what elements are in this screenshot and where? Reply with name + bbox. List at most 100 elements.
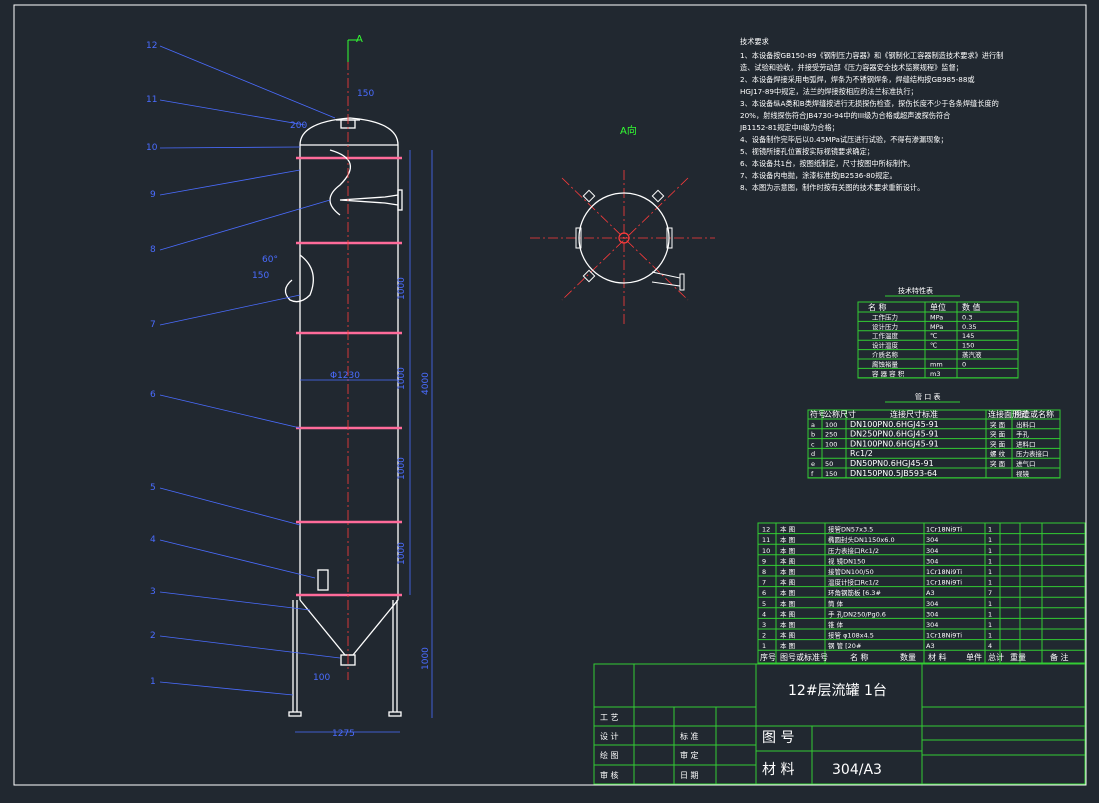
callout-7: 7 bbox=[150, 320, 156, 330]
bom-cell: 1 bbox=[988, 568, 992, 576]
bom-h-unit: 单件 bbox=[966, 652, 982, 662]
tech-table-title: 技术特性表 bbox=[898, 286, 933, 295]
bom-h-mat: 材 料 bbox=[928, 652, 947, 662]
nozzle-cell: 视镜 bbox=[1016, 469, 1030, 478]
nozzle-header-symbol: 符号 bbox=[810, 409, 826, 419]
bom-header: 序号 图号或标准号 名 称 数量 材 料 单件 总计 重量 备 注 bbox=[760, 652, 1069, 662]
dim-side-150: 150 bbox=[252, 271, 269, 281]
tb-label-design: 设 计 bbox=[600, 731, 619, 741]
bom-cell: 本 图 bbox=[780, 556, 795, 565]
tech-row-unit: ℃ bbox=[930, 342, 937, 350]
bom-cell: 304 bbox=[926, 557, 938, 565]
tech-row-value: 145 bbox=[962, 332, 974, 340]
callout-10: 10 bbox=[146, 143, 158, 153]
tech-row-value: 0 bbox=[962, 360, 966, 368]
nozzle-cell: 突 面 bbox=[990, 420, 1006, 429]
bom-cell: 本 图 bbox=[780, 567, 795, 576]
nozzle-cell: e bbox=[811, 460, 815, 468]
bom-cell: 手 孔DN250/Pg0.6 bbox=[828, 609, 886, 618]
note-line-4: HGJ17-89中规定，法兰的焊接按相应的法兰标准执行； bbox=[740, 87, 918, 96]
callout-11: 11 bbox=[146, 95, 157, 105]
nozzle-header-standard: 连接尺寸标准 bbox=[890, 409, 938, 419]
bom-cell: 椭圆封头DN1150x6.0 bbox=[828, 535, 895, 544]
bom-cell: 本 图 bbox=[780, 641, 795, 650]
tech-row-name: 容 器 容 积 bbox=[872, 369, 905, 378]
tech-header-name: 名 称 bbox=[868, 302, 887, 312]
tb-label-check: 审 核 bbox=[600, 770, 619, 780]
bom-cell: 环角钢筋板 [6.3# bbox=[828, 588, 881, 597]
drawing-no-label: 图 号 bbox=[762, 730, 794, 746]
part-callouts: 12 11 10 9 8 7 6 5 4 3 2 1 bbox=[146, 41, 158, 687]
nozzle-cell: a bbox=[811, 421, 815, 429]
dim-side-angle: 60° bbox=[262, 255, 278, 265]
title-block: 12#层流罐 1台 设 计 绘 图 审 核 工 艺 标 准 审 定 日 期 图 … bbox=[593, 663, 1086, 785]
nozzle-cell: 螺 纹 bbox=[990, 449, 1006, 458]
note-line-11: 7、本设备内电抛，涂漆标准按JB2536-80规定。 bbox=[740, 171, 897, 180]
nozzle-cell: 150 bbox=[825, 470, 837, 478]
nozzle-cell: DN100PN0.6HGJ45-91 bbox=[850, 439, 939, 448]
bom-cell: 1 bbox=[988, 610, 992, 618]
bom-cell: 2 bbox=[762, 632, 766, 640]
bom-cell: 7 bbox=[762, 579, 766, 587]
nozzle-cell: DN150PN0.5JB593-64 bbox=[850, 469, 937, 478]
nozzle-cell: 突 面 bbox=[990, 439, 1006, 448]
dimension-lines bbox=[159, 45, 433, 733]
tech-row-value: 0.35 bbox=[962, 323, 976, 331]
bom-cell: 304 bbox=[926, 610, 938, 618]
bom-cell: 9 bbox=[762, 557, 766, 565]
view-a-title: A向 bbox=[620, 124, 637, 137]
dim-seg3: 1000 bbox=[397, 457, 407, 480]
bom-cell: 7 bbox=[988, 589, 992, 597]
bom-cell: 本 图 bbox=[780, 578, 795, 587]
bottom-cone bbox=[299, 599, 399, 656]
dim-seg4: 1000 bbox=[397, 542, 407, 565]
tech-row-unit: MPa bbox=[930, 323, 943, 331]
bom-cell: 本 图 bbox=[780, 620, 795, 629]
view-a-plan: A向 bbox=[575, 124, 685, 291]
bom-cell: 本 图 bbox=[780, 546, 795, 555]
callout-1: 1 bbox=[150, 677, 156, 687]
bom-cell: 视 镜DN150 bbox=[828, 556, 865, 565]
note-line-9: 5、视镜所接孔位置按实际视镜要求确定； bbox=[740, 147, 874, 156]
bom-cell: 12 bbox=[762, 526, 770, 534]
bom-cell: 304 bbox=[926, 600, 938, 608]
callout-3: 3 bbox=[150, 587, 156, 597]
bom-h-remark: 备 注 bbox=[1050, 652, 1069, 662]
dim-seg2: 1000 bbox=[397, 367, 407, 390]
nozzle-cell: DN50PN0.6HGJ45-91 bbox=[850, 459, 934, 468]
bom-cell: 8 bbox=[762, 568, 766, 576]
view-label: A bbox=[356, 34, 363, 45]
bom-cell: 1 bbox=[988, 600, 992, 608]
dim-top-nozzle: 150 bbox=[357, 89, 374, 99]
section-cut bbox=[329, 149, 351, 216]
tech-row-unit: MPa bbox=[930, 313, 943, 321]
nozzle-cell: 突 面 bbox=[990, 430, 1006, 439]
bom-cell: 本 图 bbox=[780, 609, 795, 618]
material-value: 304/A3 bbox=[832, 762, 882, 778]
tech-row-value: 0.3 bbox=[962, 313, 972, 321]
bom-h-total: 总计 bbox=[988, 652, 1004, 662]
nozzle-cell: c bbox=[811, 440, 815, 448]
stiffener-rings bbox=[296, 156, 402, 597]
nozzle-cell: 压力表接口 bbox=[1016, 449, 1049, 458]
bom-cell: A3 bbox=[926, 642, 935, 650]
nozzle-table-title: 管 口 表 bbox=[915, 392, 940, 401]
top-head bbox=[299, 117, 399, 146]
tb-label-date: 日 期 bbox=[680, 771, 699, 780]
dim-cone-bottom: 100 bbox=[313, 673, 330, 683]
callout-12: 12 bbox=[146, 41, 157, 51]
bom-cell: 304 bbox=[926, 621, 938, 629]
nozzle-cell: 100 bbox=[825, 440, 837, 448]
note-line-2: 造、试验和验收，并接受劳动部《压力容器安全技术监察规程》监督； bbox=[740, 63, 963, 72]
material-label: 材 料 bbox=[762, 762, 794, 778]
dimension-texts: 150 200 Φ1230 60° 150 1275 100 1000 1000… bbox=[252, 89, 431, 739]
tb-label-process: 工 艺 bbox=[600, 713, 619, 722]
bom-cell: 1 bbox=[988, 621, 992, 629]
bom-h-qty: 数量 bbox=[900, 652, 916, 662]
callout-8: 8 bbox=[150, 245, 156, 255]
bom-cell: 本 图 bbox=[780, 631, 795, 640]
